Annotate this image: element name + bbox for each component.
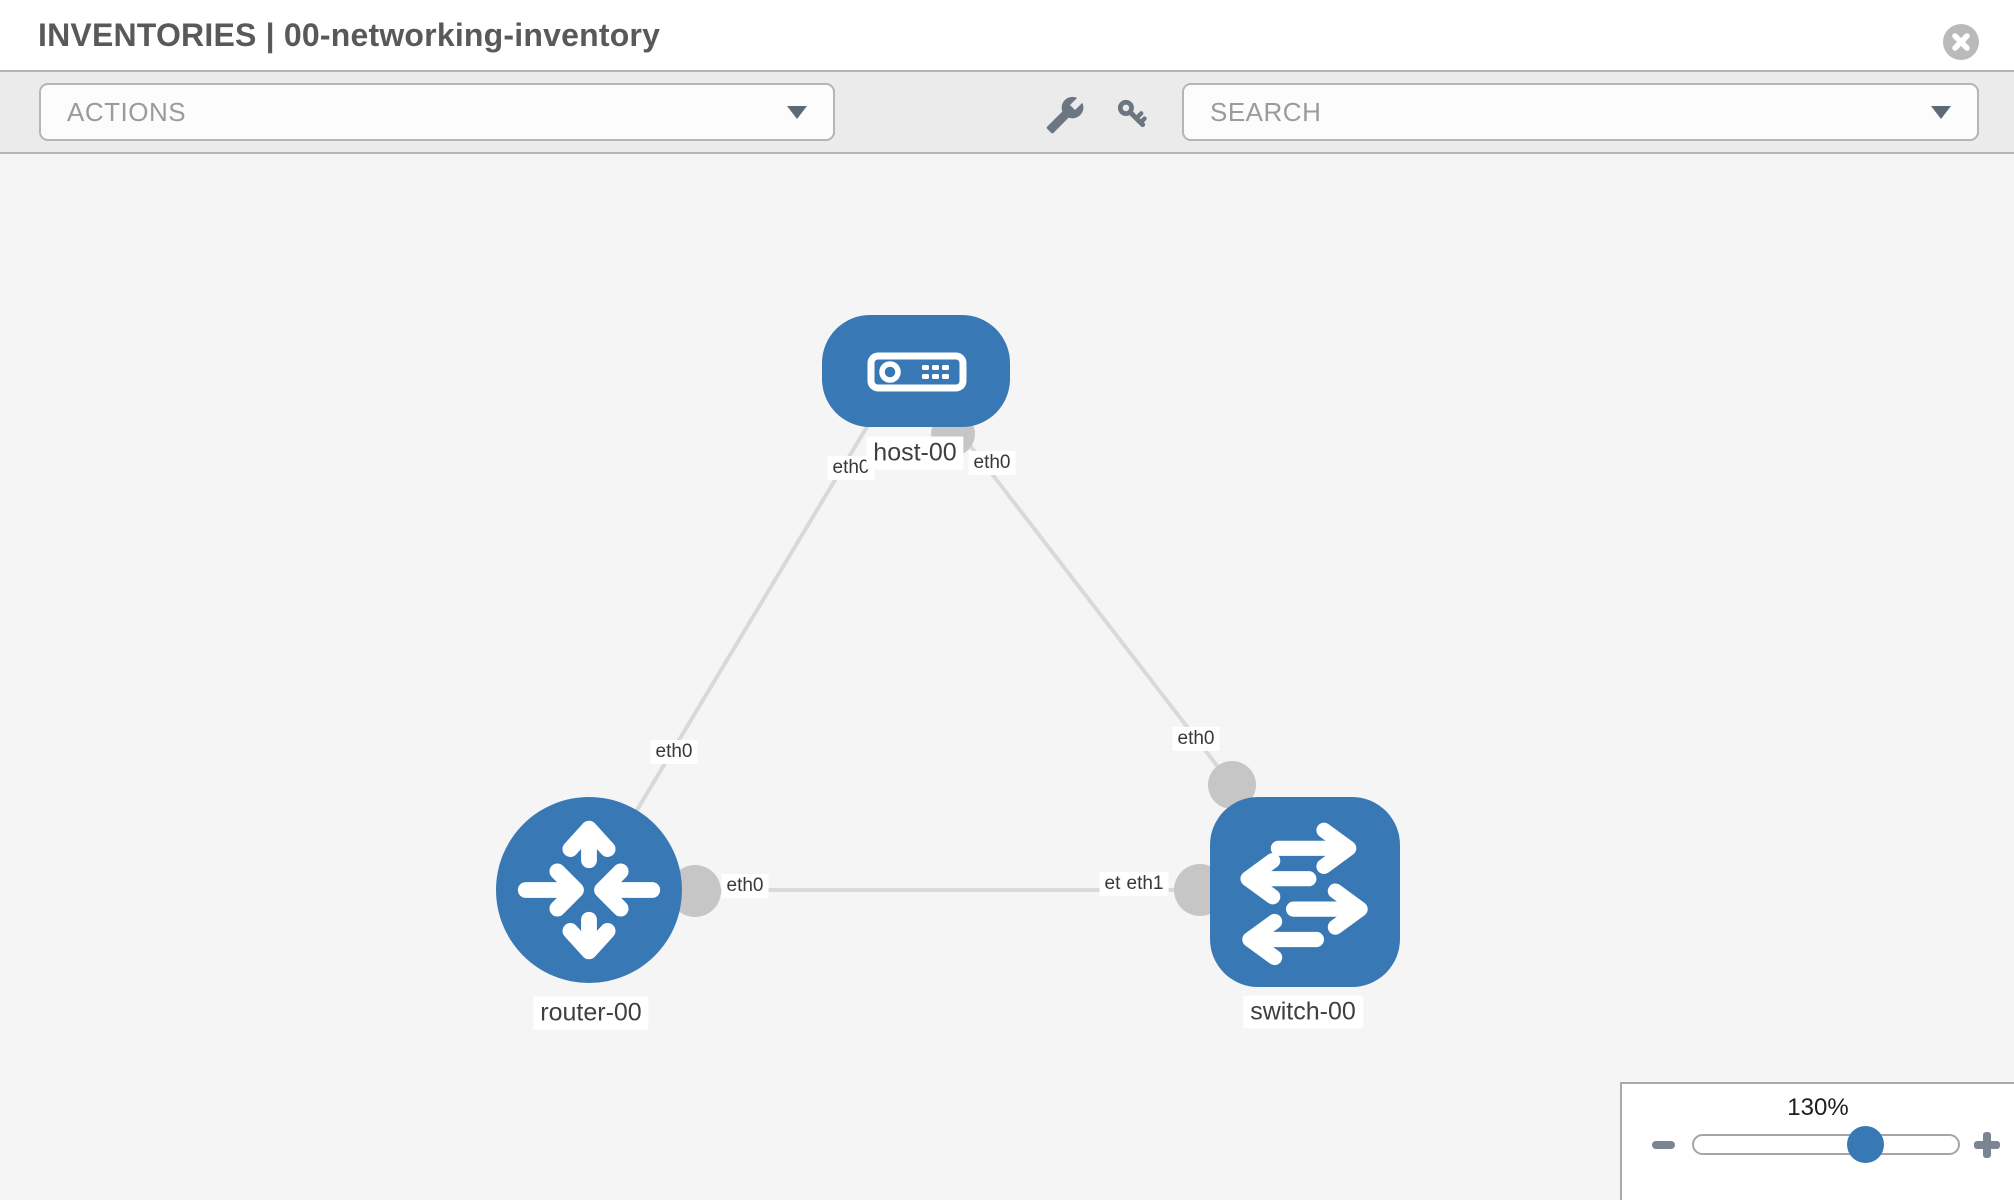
configure-button[interactable] [1045, 95, 1085, 135]
node-host-00[interactable] [822, 315, 1010, 427]
zoom-level-value: 130% [1787, 1094, 1849, 1121]
node-label-host-00: host-00 [866, 436, 964, 470]
close-button[interactable] [1943, 24, 1979, 60]
iface-label-router-eth0-right: eth0 [721, 874, 769, 898]
zoom-control: 130% [1620, 1082, 2014, 1200]
actions-dropdown[interactable]: ACTIONS [39, 83, 835, 141]
actions-dropdown-label: ACTIONS [67, 96, 187, 127]
header: INVENTORIES | 00-networking-inventory [0, 0, 2014, 72]
search-dropdown[interactable]: SEARCH [1182, 83, 1979, 141]
host-icon [867, 352, 967, 392]
link-host-switch [953, 424, 1234, 787]
search-placeholder: SEARCH [1210, 96, 1322, 127]
chevron-down-icon [1931, 105, 1951, 119]
iface-label-host-eth0-right: eth0 [968, 451, 1016, 475]
close-icon [1952, 33, 1970, 51]
toolbar: ACTIONS SEARCH [0, 72, 2014, 154]
credentials-button[interactable] [1113, 95, 1153, 135]
plus-icon [1983, 1132, 1991, 1158]
iface-label-switch-eth0-up: eth0 [1172, 727, 1220, 751]
endpoint-router-eth0[interactable] [669, 865, 721, 917]
zoom-out-button[interactable] [1652, 1141, 1675, 1149]
zoom-in-button[interactable] [1974, 1132, 2000, 1158]
iface-label-eth1: eth1 [1121, 872, 1169, 896]
topology-canvas[interactable]: eth0 eth1 eth0 eth0 eth0 eth0 eth0 host-… [0, 154, 2014, 1200]
node-label-router-00: router-00 [533, 996, 649, 1030]
switch-icon [1240, 822, 1368, 966]
node-switch-00[interactable] [1210, 797, 1400, 987]
zoom-slider-knob[interactable] [1847, 1126, 1884, 1163]
page-title: INVENTORIES | 00-networking-inventory [38, 16, 661, 53]
node-label-switch-00: switch-00 [1243, 995, 1363, 1029]
key-icon [1117, 99, 1147, 128]
wrench-icon [1046, 96, 1084, 134]
router-icon [517, 820, 661, 960]
endpoint-switch-eth0[interactable] [1208, 761, 1256, 809]
topology-links-layer [587, 412, 1256, 917]
iface-label-router-eth0-up: eth0 [650, 740, 698, 764]
node-router-00[interactable] [496, 797, 682, 983]
zoom-slider-track[interactable] [1692, 1134, 1960, 1155]
chevron-down-icon [787, 105, 807, 119]
